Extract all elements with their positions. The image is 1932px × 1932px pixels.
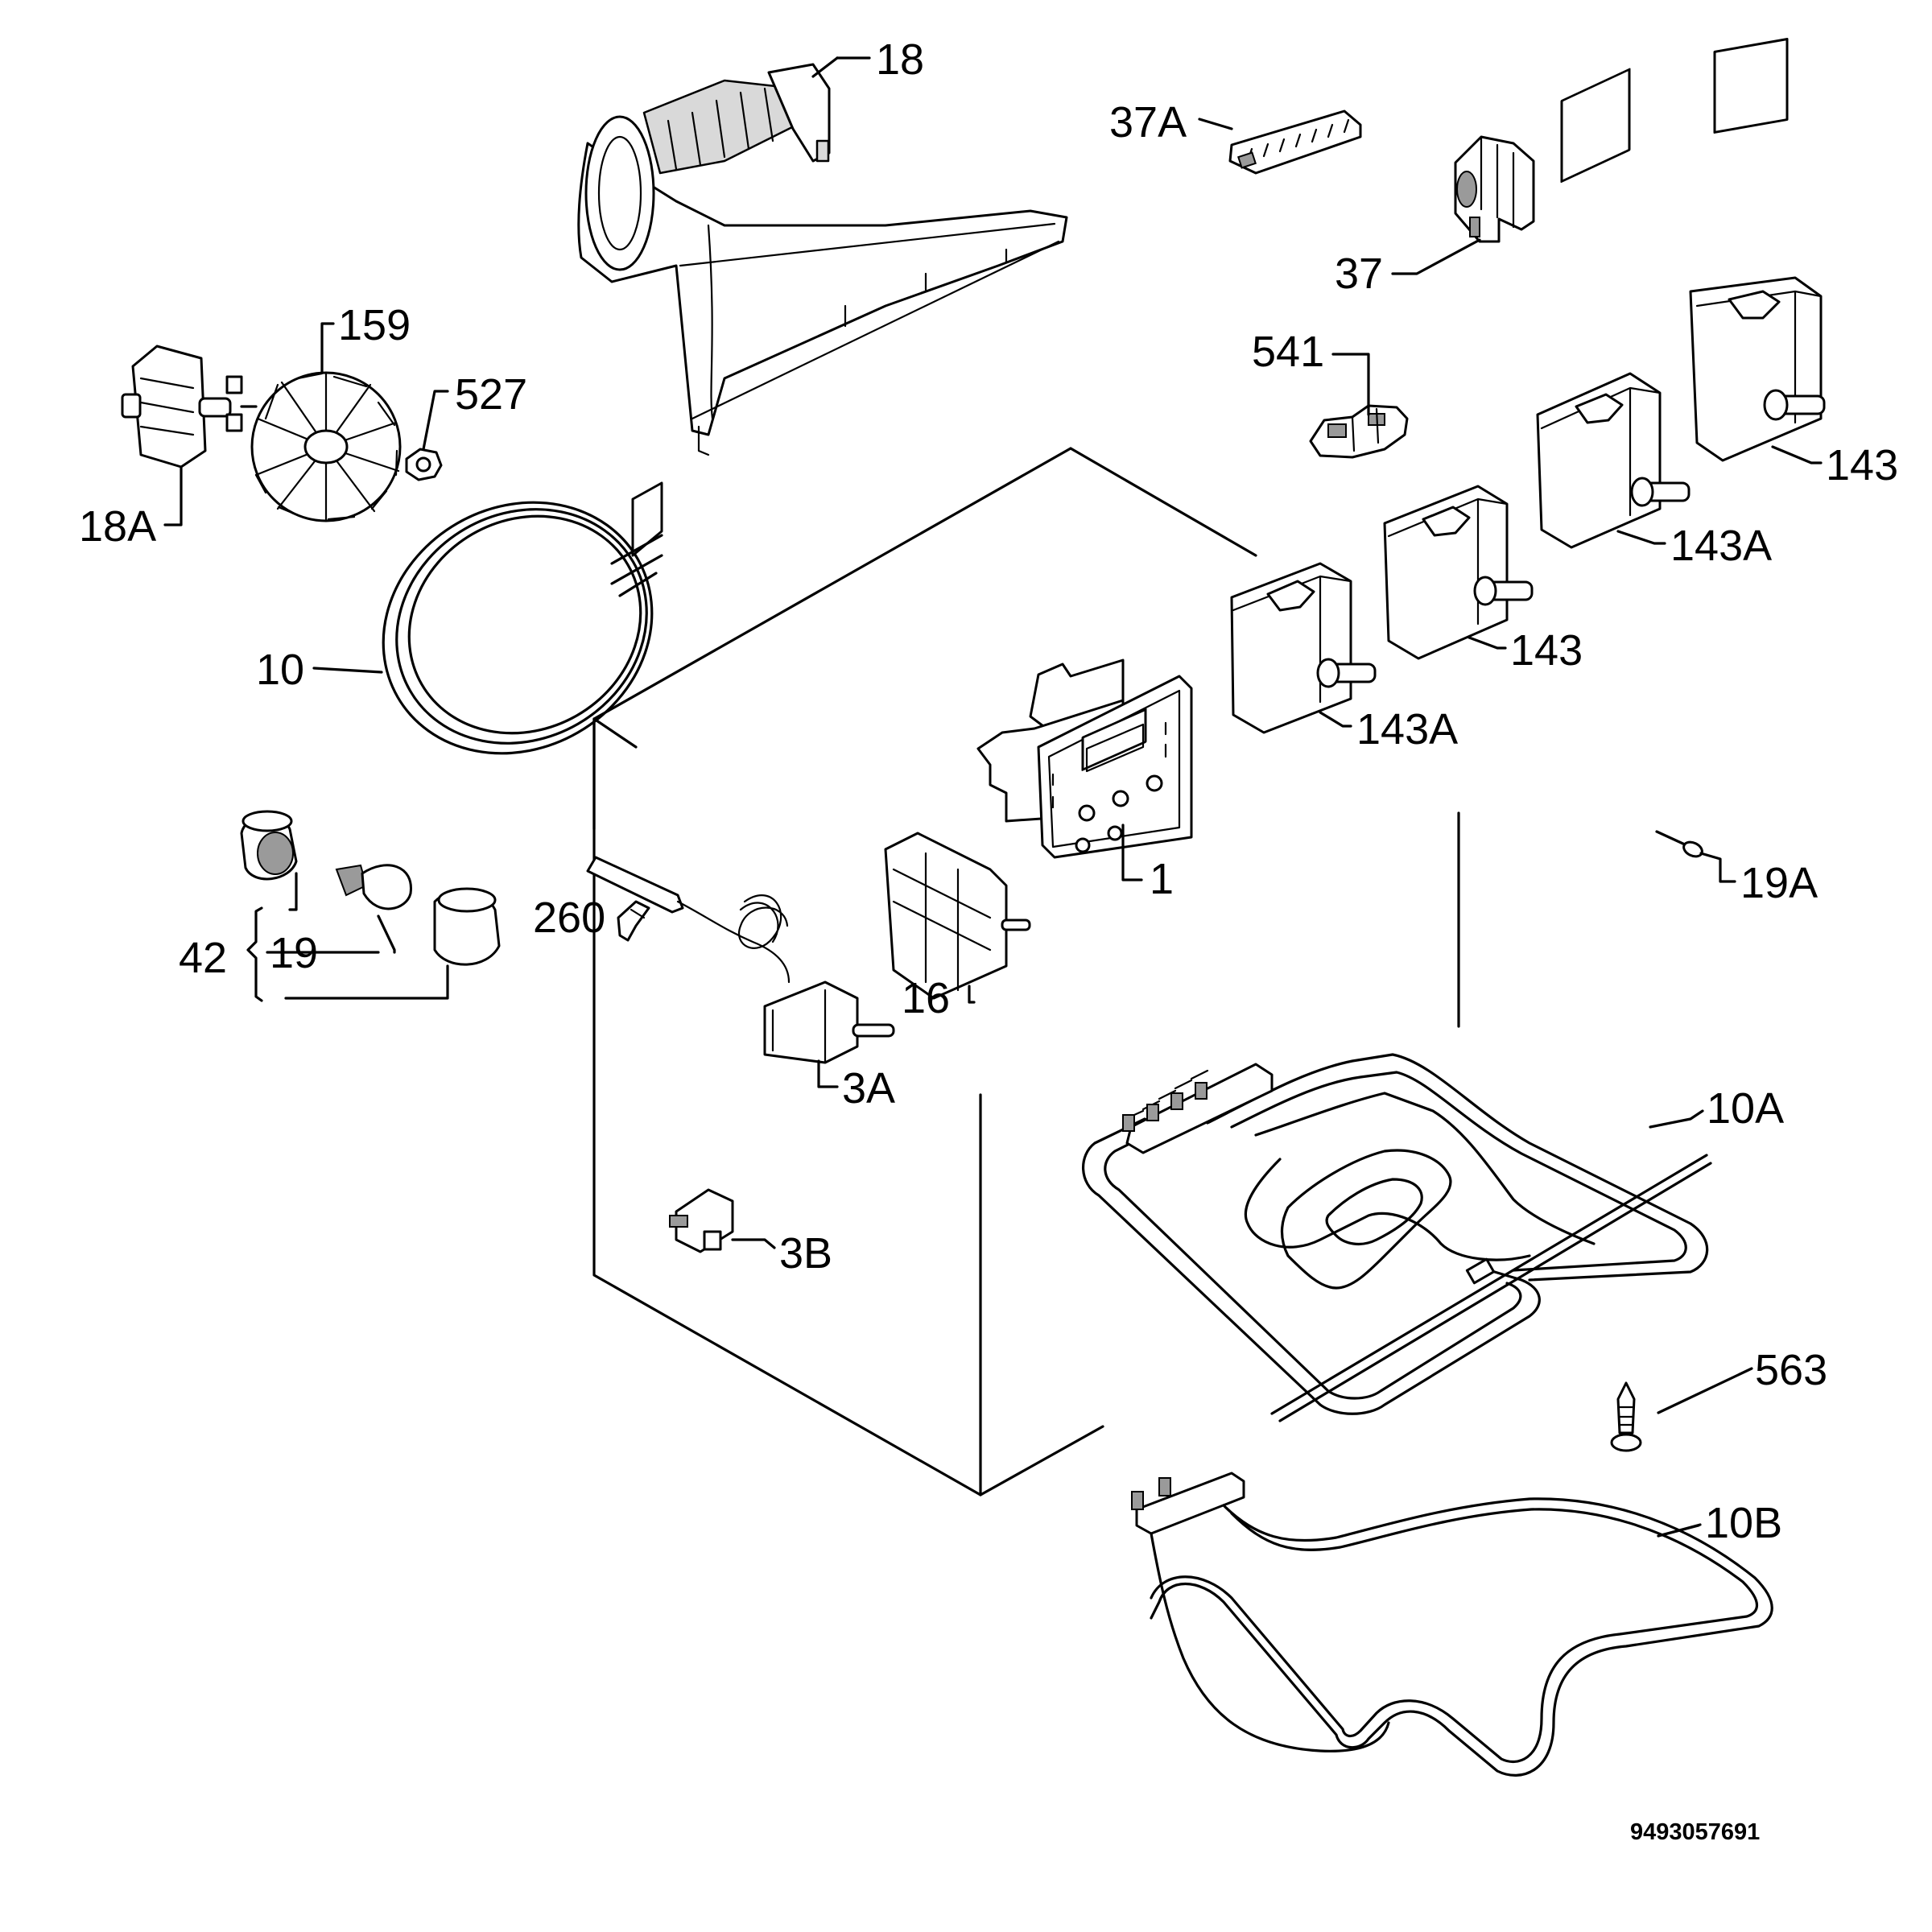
lamp-holder-part: [1309, 353, 1409, 459]
energy-regulator-fourth: [1230, 562, 1377, 734]
bottom-element-part: [1131, 1472, 1773, 1777]
thermostat-part: [586, 856, 895, 1088]
callout-3b: 3B: [779, 1229, 832, 1278]
callout-37a: 37A: [1109, 98, 1187, 147]
fan-duct-part: [577, 56, 1068, 456]
fan-impeller-part: [250, 322, 402, 522]
mounting-pin-part: [1610, 1367, 1753, 1452]
callout-563: 563: [1755, 1346, 1827, 1394]
callout-143-middle: 143: [1510, 626, 1583, 675]
energy-regulator-second-right: [1536, 68, 1690, 549]
callout-260: 260: [533, 894, 605, 942]
document-code: 9493057691: [1630, 1819, 1760, 1845]
fan-motor-part: [121, 345, 258, 526]
clip-relay-part: [1391, 135, 1535, 275]
callout-3a: 3A: [842, 1064, 895, 1113]
callout-143-top: 143: [1826, 441, 1898, 489]
callout-labels: 1 3A 3B 10 10A 10B 16 18 18A 19 19A 37 3…: [79, 35, 1898, 1547]
circular-element-part: [312, 481, 663, 755]
callout-143a-upper: 143A: [1670, 522, 1772, 570]
callout-143a-lower: 143A: [1356, 705, 1458, 753]
callout-541: 541: [1252, 328, 1324, 376]
oven-cavity-outline: [592, 447, 1460, 1496]
callout-37: 37: [1335, 250, 1383, 298]
callout-1: 1: [1150, 855, 1174, 903]
callout-18a: 18A: [79, 502, 156, 551]
selector-switch-part: [884, 832, 1031, 1004]
grill-element-part: [1082, 1053, 1712, 1422]
lamp-assembly-part: [240, 810, 501, 1002]
callout-10a: 10A: [1707, 1084, 1784, 1133]
callout-42: 42: [179, 934, 227, 982]
callout-10: 10: [256, 646, 304, 694]
callout-16: 16: [902, 974, 950, 1022]
callout-159: 159: [338, 301, 411, 349]
small-bulb-part: [1655, 830, 1736, 883]
fixing-clip-part: [617, 900, 650, 942]
callout-18: 18: [876, 35, 924, 84]
energy-regulator-third: [1383, 485, 1534, 660]
fan-nut-part: [405, 390, 449, 481]
terminal-block-part: [1198, 109, 1362, 175]
energy-regulator-top-right: [1689, 38, 1826, 464]
callout-19: 19: [270, 929, 318, 977]
electronic-timer-part: [976, 658, 1193, 881]
callout-10b: 10B: [1705, 1499, 1782, 1547]
callout-527: 527: [455, 370, 527, 419]
callout-19a: 19A: [1740, 859, 1818, 907]
thermal-fuse-part: [669, 1188, 776, 1253]
